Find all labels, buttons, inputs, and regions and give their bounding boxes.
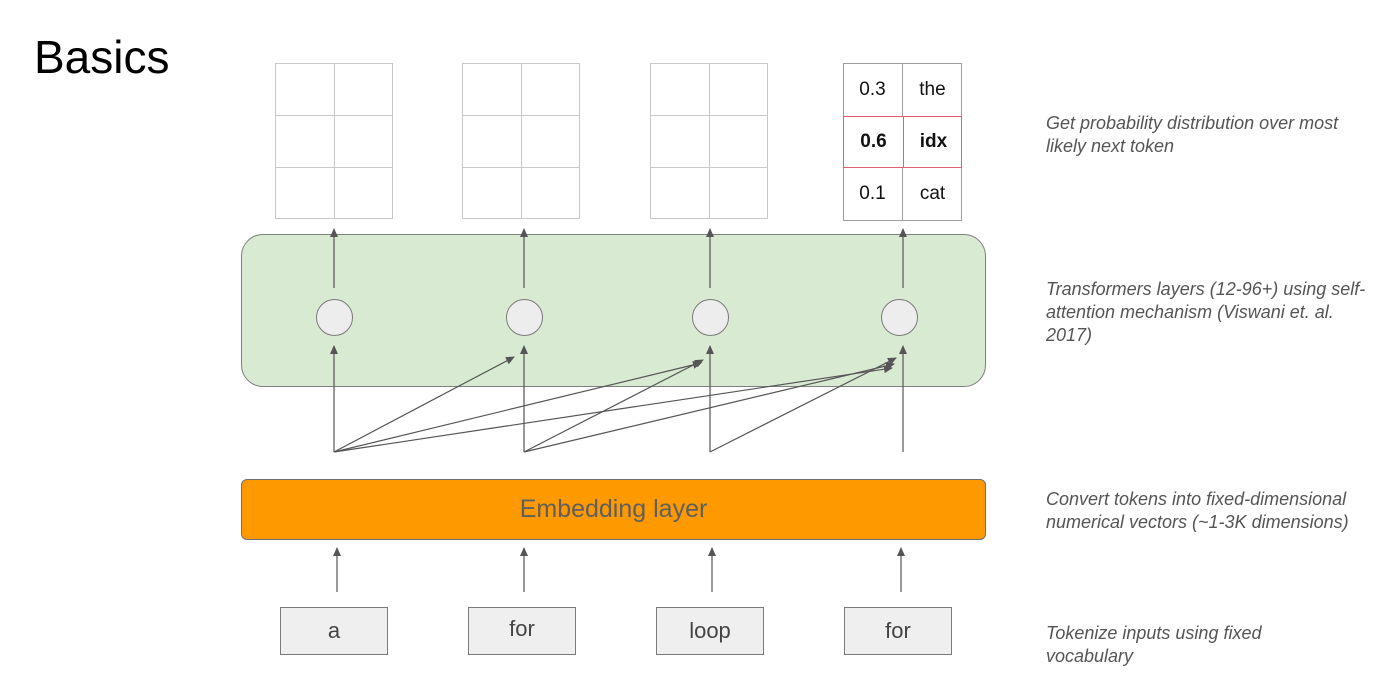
prob-token: the: [902, 64, 962, 116]
output-grid-1: [275, 63, 393, 219]
prob-value: 0.1: [859, 183, 886, 204]
attention-node-2: [506, 299, 543, 336]
output-grid-2: [462, 63, 580, 219]
note-tokenize: Tokenize inputs using fixed vocabulary: [1046, 623, 1262, 666]
attention-node-4: [881, 299, 918, 336]
prob-token: idx: [903, 117, 963, 167]
prob-value: 0.3: [859, 79, 886, 100]
attention-node-3: [692, 299, 729, 336]
note-output: Get probability distribution over most l…: [1046, 113, 1339, 156]
token-box-1: a: [280, 607, 388, 655]
page-title: Basics: [34, 31, 170, 83]
prob-value: 0.6: [860, 131, 887, 152]
token-box-3: loop: [656, 607, 764, 655]
note-transformer: Transformers layers (12-96+) using self-…: [1046, 279, 1366, 345]
output-grid-3: [650, 63, 768, 219]
token-box-4: for: [844, 607, 952, 655]
transformer-layers-box: [241, 234, 986, 387]
note-embedding: Convert tokens into fixed-dimensional nu…: [1046, 489, 1349, 532]
prob-token: cat: [902, 168, 962, 220]
embedding-layer: Embedding layer: [241, 479, 986, 540]
prob-row-the: 0.3 the: [843, 64, 962, 116]
prob-row-idx: 0.6 idx: [843, 116, 962, 168]
attention-node-1: [316, 299, 353, 336]
prob-row-cat: 0.1 cat: [843, 168, 962, 220]
token-box-2: for: [468, 607, 576, 655]
probability-table: 0.3 the 0.6 idx 0.1 cat: [843, 63, 962, 221]
